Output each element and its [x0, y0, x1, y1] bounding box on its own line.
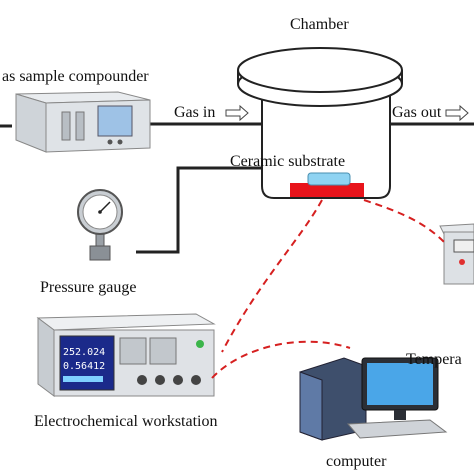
compounder-front	[15, 93, 47, 153]
workstation-label: Electrochemical workstation	[34, 413, 217, 430]
computer-tower-front	[299, 371, 323, 441]
compounder-panel	[97, 105, 133, 137]
workstation-front	[37, 317, 55, 397]
gas-compounder-icon	[15, 91, 151, 153]
temperature-label: Tempera	[406, 351, 462, 368]
signal-wires	[211, 199, 447, 379]
pressure-gauge-icon	[77, 189, 123, 261]
pipe-gauge-line	[136, 166, 262, 254]
workstation-power-icon	[196, 340, 204, 348]
chamber-body	[261, 82, 391, 199]
chamber-lid-top	[237, 47, 403, 93]
gauge-needle	[99, 201, 111, 213]
computer-keyboard	[346, 419, 448, 439]
workstation-reading-2: 0.56412	[63, 361, 105, 372]
pressure-gauge-label: Pressure gauge	[40, 279, 136, 296]
heater-block	[290, 183, 364, 197]
wire-workstation-to-computer	[211, 340, 351, 379]
wire-substrate-to-workstation	[221, 199, 323, 353]
gas-out-arrow-icon	[445, 104, 469, 122]
temperature-controller-icon	[439, 223, 474, 285]
ceramic-substrate-label: Ceramic substrate	[230, 153, 345, 170]
computer-icon	[299, 357, 448, 441]
gauge-pivot	[98, 210, 102, 214]
chamber-label: Chamber	[290, 16, 349, 33]
workstation-jack-4	[191, 375, 201, 385]
gauge-fitting	[89, 245, 111, 261]
workstation-screen-bar	[63, 376, 103, 382]
compounder-handle-2	[75, 111, 85, 141]
gas-pipes	[0, 122, 474, 254]
workstation-jack-3	[173, 375, 183, 385]
temp-controller-display	[453, 239, 474, 253]
ceramic-substrate	[307, 172, 351, 186]
temp-controller-led	[459, 259, 465, 265]
workstation-jack-2	[155, 375, 165, 385]
compounder-knob-1	[107, 139, 113, 145]
gas-out-label: Gas out	[392, 104, 442, 121]
computer-label: computer	[326, 453, 387, 470]
workstation-icon: 252.024 0.56412	[36, 313, 216, 397]
compounder-label: as sample compounder	[2, 68, 149, 85]
wire-heater-to-temp-controller	[363, 199, 447, 245]
flow-arrows	[225, 104, 469, 122]
compounder-handle-1	[61, 111, 71, 141]
chamber	[237, 47, 403, 199]
workstation-reading-1: 252.024	[63, 347, 105, 358]
gas-in-label: Gas in	[174, 104, 215, 121]
workstation-jack-1	[137, 375, 147, 385]
workstation-top	[36, 313, 216, 331]
computer-monitor-screen	[367, 363, 433, 405]
workstation-keypad-2	[149, 337, 177, 365]
workstation-keypad	[119, 337, 147, 365]
computer-monitor-stand	[394, 410, 406, 420]
compounder-knob-2	[117, 139, 123, 145]
gas-in-arrow-icon	[225, 104, 249, 122]
